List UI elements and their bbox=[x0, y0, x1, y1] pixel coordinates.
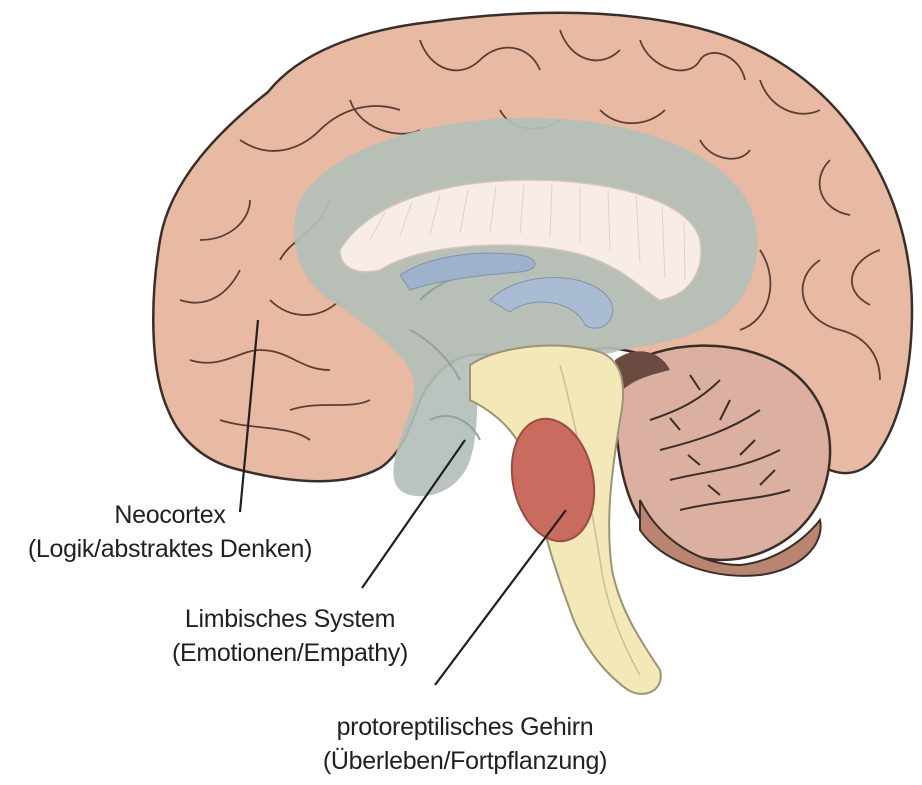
label-limbic-system: Limbisches System (Emotionen/Empathy) bbox=[150, 602, 430, 670]
leader-line-reptilian bbox=[435, 510, 566, 685]
label-reptilian-name: protoreptilisches Gehirn bbox=[300, 710, 630, 744]
label-reptilian-function: (Überleben/Fortpflanzung) bbox=[300, 744, 630, 778]
label-neocortex-function: (Logik/abstraktes Denken) bbox=[0, 532, 340, 566]
label-neocortex: Neocortex (Logik/abstraktes Denken) bbox=[0, 498, 340, 566]
label-neocortex-name: Neocortex bbox=[0, 498, 340, 532]
label-limbic-name: Limbisches System bbox=[150, 602, 430, 636]
cerebellum bbox=[615, 346, 830, 576]
label-limbic-function: (Emotionen/Empathy) bbox=[150, 636, 430, 670]
label-reptilian-brain: protoreptilisches Gehirn (Überleben/Fort… bbox=[300, 710, 630, 778]
